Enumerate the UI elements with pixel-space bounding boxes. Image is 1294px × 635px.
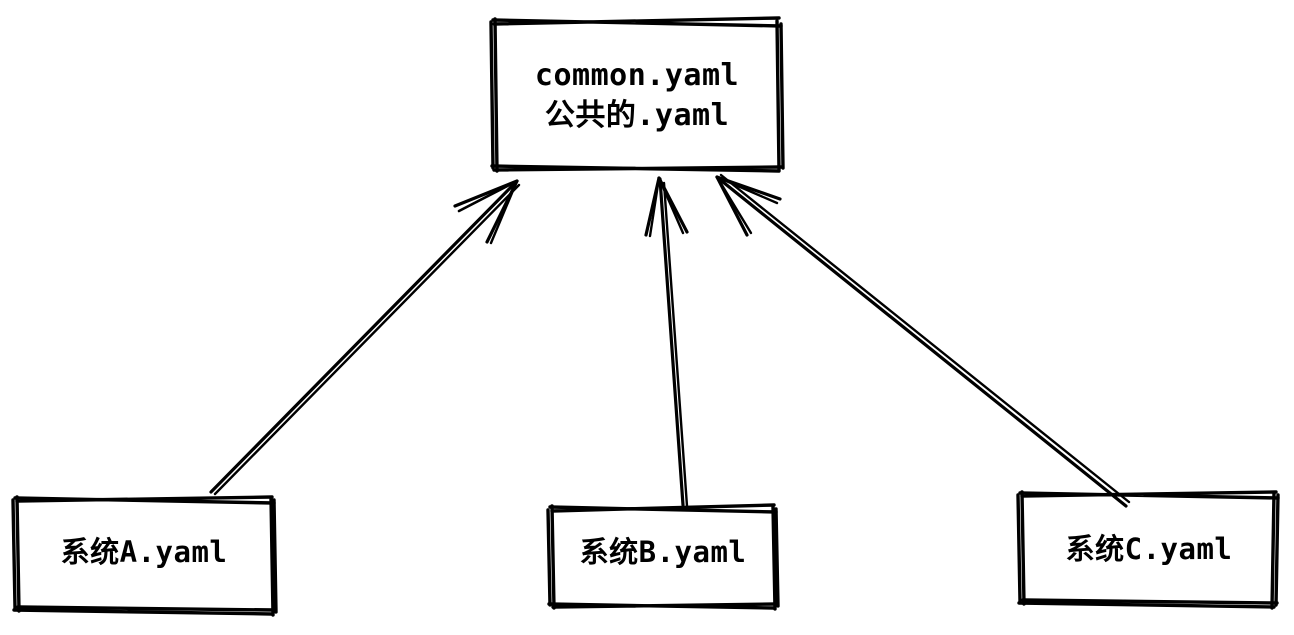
node-common-fill (492, 20, 781, 168)
edge-c-line-2 (719, 173, 1131, 504)
node-system-a-border-top (13, 495, 276, 505)
edge-a-arrowhead-barb-1b (457, 179, 519, 213)
node-system-b[interactable] (546, 503, 780, 611)
edge-b-line-1 (658, 177, 685, 507)
node-system-c-border-left (1016, 490, 1026, 606)
node-common-border-top (491, 16, 783, 28)
node-system-b-border-left (546, 504, 556, 610)
edge-a-line-2 (213, 183, 521, 496)
node-common-border-left (489, 17, 499, 173)
node-system-a-fill (15, 499, 273, 610)
node-system-a-border-bottom (12, 605, 277, 616)
node-system-a-border-left (11, 495, 21, 613)
edge-b-to-common (644, 176, 689, 508)
edge-b-arrowhead-barb-1b (648, 176, 661, 238)
node-system-c-border-bottom (1017, 598, 1279, 609)
node-system-c-label: 系统C.yaml (1065, 532, 1233, 566)
node-system-a-label: 系统A.yaml (60, 535, 228, 569)
node-system-c[interactable] (1016, 490, 1280, 610)
node-system-a[interactable] (11, 495, 278, 617)
node-system-b-label: 系统B.yaml (579, 535, 747, 569)
edge-b-line-2 (662, 181, 689, 508)
edge-a-arrowhead-barb-2b (489, 179, 519, 245)
node-system-a-border-right (269, 496, 278, 617)
edge-b-arrowhead-barb-2b (657, 176, 685, 235)
node-common[interactable] (489, 16, 785, 173)
node-common-border-bottom (490, 164, 784, 173)
node-system-c-fill (1020, 494, 1276, 603)
edge-c-arrowhead-barb-1b (715, 175, 779, 205)
edge-c-line-1 (716, 176, 1128, 508)
edge-c-arrowhead-barb-2b (715, 175, 753, 235)
node-common-label: common.yaml 公共的.yaml (534, 58, 740, 133)
node-system-b-border-right (771, 505, 780, 611)
edge-a-to-common (209, 179, 521, 496)
node-system-c-border-right (1270, 491, 1280, 610)
edge-a-line-1 (209, 180, 518, 494)
node-system-b-border-bottom (547, 602, 779, 610)
edge-c-to-common (715, 173, 1131, 508)
node-common-border-right (775, 19, 785, 172)
node-system-b-fill (550, 507, 776, 606)
node-system-c-border-top (1018, 490, 1280, 500)
node-system-b-border-top (548, 503, 778, 514)
